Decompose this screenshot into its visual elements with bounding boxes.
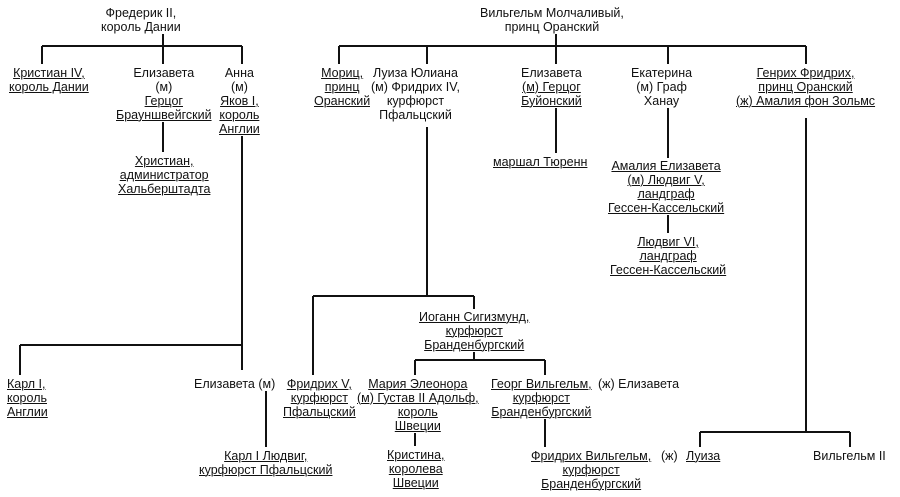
node-kristina: Кристина, королева Швеции	[386, 448, 446, 490]
node-georg-wilhelm: Георг Вильгельм, курфюрст Бранденбургски…	[490, 377, 593, 419]
node-elizaveta-bouillon: Елизавета (м) Герцог Буйонский	[520, 66, 583, 108]
node-wilhelm-silent: Вильгельм Молчаливый, принц Оранский	[479, 6, 625, 34]
node-anna: Анна (м) Яков I, король Англии	[218, 66, 261, 136]
node-elizaveta-married: Елизавета (м)	[193, 377, 277, 391]
node-friedrich-wilhelm: Фридрих Вильгельм, курфюрст Бранденбургс…	[530, 449, 653, 491]
node-moric: Мориц, принц Оранский	[313, 66, 372, 108]
node-marshal-turenne: маршал Тюренн	[492, 155, 589, 169]
node-georg-spouse: (ж) Елизавета	[597, 377, 681, 391]
node-friedrich-wilhelm-spouse: (ж)	[660, 449, 679, 463]
node-luiza: Луиза	[685, 449, 722, 463]
node-amalia-elizaveta: Амалия Елизавета (м) Людвиг V, ландграф …	[607, 159, 726, 215]
node-ludwig-vi: Людвиг VI, ландграф Гессен-Кассельский	[609, 235, 728, 277]
node-wilhelm-ii: Вильгельм II	[812, 449, 887, 463]
node-karl-i: Карл I, король Англии	[6, 377, 49, 419]
node-luiza-yuliana: Луиза Юлиана (м) Фридрих IV, курфюрст Пф…	[370, 66, 461, 122]
node-friedrich-v: Фридрих V, курфюрст Пфальцский	[282, 377, 357, 419]
node-frederik-ii: Фредерик II, король Дании	[100, 6, 182, 34]
node-elizaveta-brunswick: Елизавета (м) Герцог Брауншвейгский	[115, 66, 213, 122]
node-christian-iv: Кристиан IV, король Дании	[8, 66, 90, 94]
node-maria-eleonora: Мария Элеонора (м) Густав II Адольф, кор…	[356, 377, 480, 433]
node-christian-administrator: Христиан, администратор Хальберштадта	[117, 154, 212, 196]
node-genrih-friedrich: Генрих Фридрих, принц Оранский (ж) Амали…	[735, 66, 877, 108]
node-karl-ludwig: Карл I Людвиг, курфюрст Пфальцский	[198, 449, 334, 477]
node-ekaterina: Екатерина (м) Граф Ханау	[630, 66, 694, 108]
node-johann-sigismund: Иоганн Сигизмунд, курфюрст Бранденбургск…	[418, 310, 531, 352]
